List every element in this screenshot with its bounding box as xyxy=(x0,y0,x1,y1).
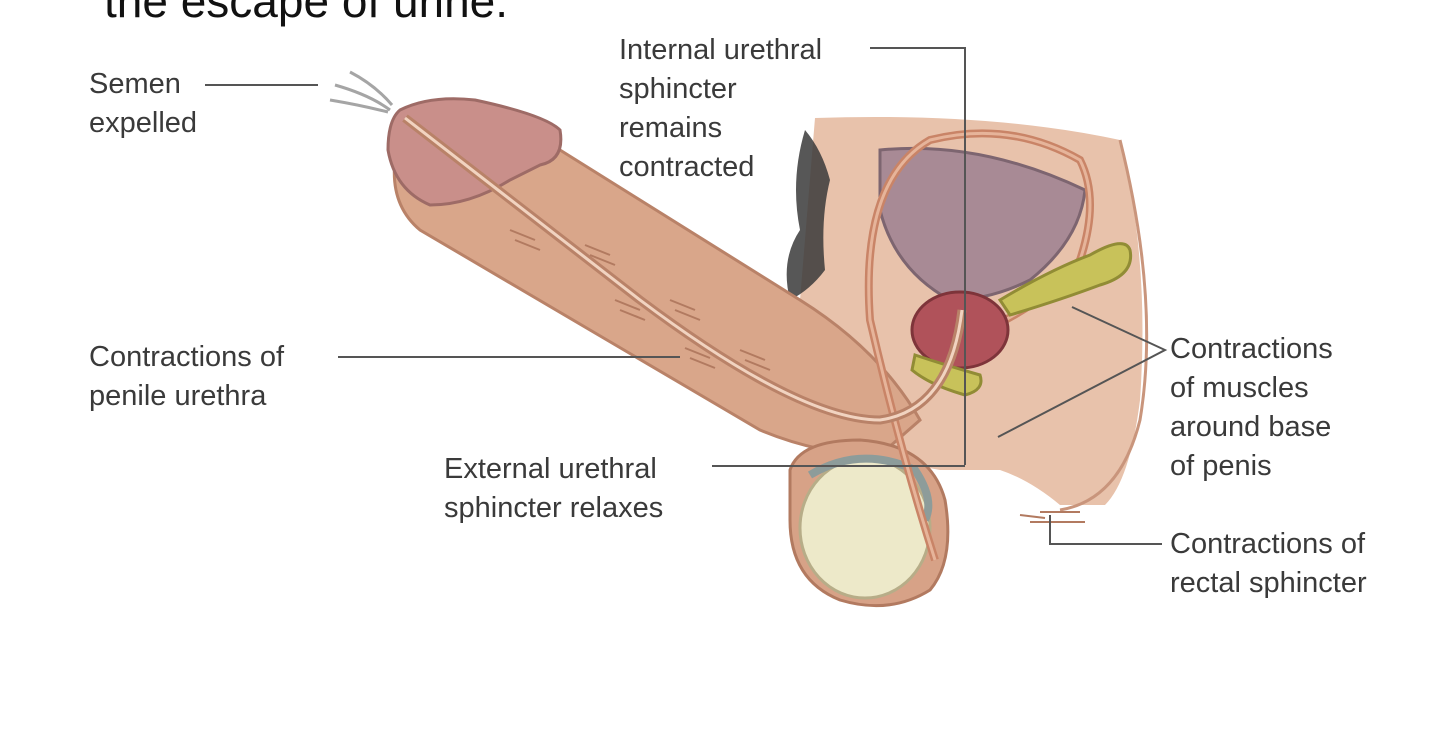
label-rectal-sphincter: Contractions of rectal sphincter xyxy=(1170,525,1367,603)
urethra-lumen xyxy=(404,116,964,422)
pubic-hair xyxy=(786,130,830,300)
seminal-vesicle xyxy=(997,242,1133,317)
label-penile-line-1: Contractions of xyxy=(89,341,285,373)
label-penile-line-2: penile urethra xyxy=(89,380,267,412)
label-internal-urethral-sphincter: Internal urethral sphincter remains cont… xyxy=(619,31,822,187)
label-internal-line-3: remains xyxy=(619,112,723,144)
label-external-line-2: sphincter relaxes xyxy=(444,492,664,524)
label-base-line-4: of penis xyxy=(1170,450,1272,482)
leader-base-muscles xyxy=(997,306,1168,438)
label-semen-expelled: Semen expelled xyxy=(89,65,197,143)
label-semen-line-1: Semen xyxy=(89,68,181,100)
leader-internal-sphincter xyxy=(870,47,966,465)
label-base-muscles: Contractions of muscles around base of p… xyxy=(1170,330,1333,486)
label-internal-line-2: sphincter xyxy=(619,73,737,105)
label-penile-urethra: Contractions of penile urethra xyxy=(89,338,284,416)
label-external-line-1: External urethral xyxy=(444,453,657,485)
label-internal-line-4: contracted xyxy=(619,151,755,183)
bladder xyxy=(878,146,1087,302)
slide-heading-fragment: the escape of urine. xyxy=(104,0,509,27)
contraction-marks xyxy=(509,229,1085,523)
label-external-urethral-sphincter: External urethral sphincter relaxes xyxy=(444,450,663,528)
label-base-line-3: around base xyxy=(1170,411,1332,443)
glans xyxy=(386,97,563,207)
semen-spray xyxy=(329,70,394,114)
label-rectal-line-1: Contractions of xyxy=(1170,528,1366,560)
leader-rectal-sphincter xyxy=(1049,515,1162,545)
label-rectal-line-2: rectal sphincter xyxy=(1170,567,1367,599)
label-base-line-2: of muscles xyxy=(1170,372,1309,404)
label-base-line-1: Contractions xyxy=(1170,333,1333,365)
leader-lines xyxy=(205,47,1168,545)
label-semen-line-2: expelled xyxy=(89,107,198,139)
buttock-contour xyxy=(1059,139,1149,512)
label-internal-line-1: Internal urethral xyxy=(619,34,823,66)
